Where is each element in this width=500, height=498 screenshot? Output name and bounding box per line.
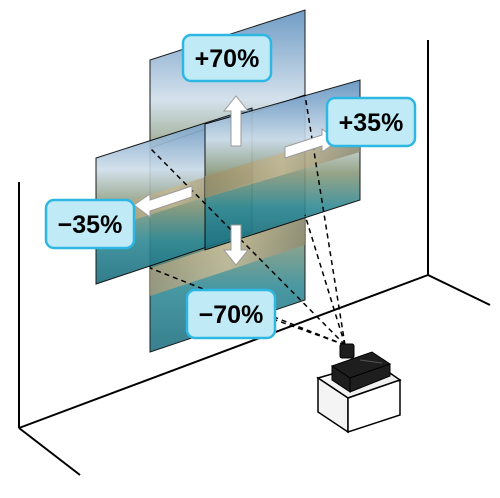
room-outline xyxy=(18,40,491,476)
arrow-right-icon xyxy=(284,128,339,159)
label-minus-35-text: −35% xyxy=(58,211,123,239)
label-minus-70-text: −70% xyxy=(199,301,264,329)
label-minus-70: −70% xyxy=(185,288,277,340)
label-plus-35-text: +35% xyxy=(339,109,404,137)
label-plus-35: +35% xyxy=(325,96,417,148)
arrow-left-icon xyxy=(133,185,193,218)
label-plus-70: +70% xyxy=(181,33,273,83)
arrow-down-icon xyxy=(222,224,250,266)
room-floor-right-edge xyxy=(427,274,491,306)
label-plus-70-box xyxy=(181,33,273,83)
label-minus-70-box xyxy=(185,288,277,340)
label-plus-35-box xyxy=(325,96,417,148)
projection-lines xyxy=(149,94,346,346)
room-floor-left-edge xyxy=(18,427,81,476)
room-floor-back-edge xyxy=(18,274,429,429)
shift-arrows xyxy=(133,95,339,266)
screen-right xyxy=(204,79,361,251)
projector-icon xyxy=(330,343,392,393)
label-minus-35: −35% xyxy=(44,198,136,250)
label-plus-70-text: +70% xyxy=(195,45,260,73)
arrow-up-icon xyxy=(222,95,250,147)
label-minus-35-box xyxy=(44,198,136,250)
